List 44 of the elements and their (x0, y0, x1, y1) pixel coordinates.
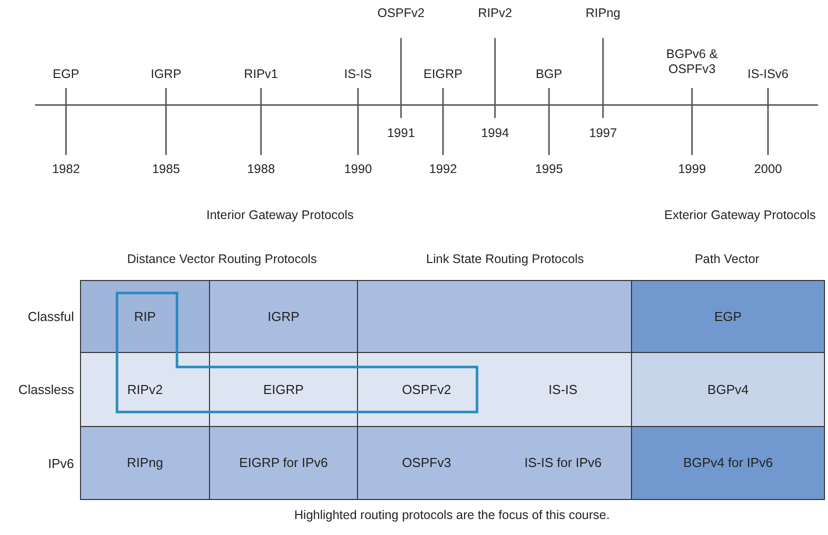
row-header: Classless (17, 382, 74, 397)
protocol-label: EIGRP (422, 67, 464, 82)
year-label: 1985 (152, 162, 180, 177)
year-label: 1990 (344, 162, 372, 177)
table-cell: IGRP (210, 280, 358, 353)
year-label: 1994 (481, 126, 509, 141)
year-label: 1982 (52, 162, 80, 177)
year-label: 1995 (535, 162, 563, 177)
year-label: 1999 (678, 162, 706, 177)
protocol-label: OSPFv2 (377, 6, 425, 21)
table-cell: OSPFv2 (358, 353, 495, 427)
row-header: Classful (26, 308, 74, 324)
table-cell: EIGRP (210, 353, 358, 427)
column-header: Link State Routing Protocols (426, 252, 584, 267)
protocol-label: RIPv2 (478, 6, 512, 21)
table-cell: RIP (80, 280, 210, 353)
year-label: 1991 (387, 126, 415, 141)
year-label: 1992 (429, 162, 457, 177)
column-header: Interior Gateway Protocols (206, 208, 354, 223)
table-cell: BGPv4 for IPv6 (632, 427, 825, 500)
year-label: 1997 (589, 126, 617, 141)
protocol-label: BGP (534, 67, 564, 82)
table-cell: EIGRP for IPv6 (210, 427, 358, 500)
table-cell: EGP (632, 280, 825, 353)
table-cell: RIPv2 (80, 353, 210, 427)
protocol-label: IS-ISv6 (746, 67, 790, 82)
column-header: Path Vector (694, 252, 760, 267)
table-cell: BGPv4 (632, 353, 825, 427)
table-cell: OSPFv3 (358, 427, 495, 500)
protocol-label: IGRP (150, 67, 182, 82)
table-cell: RIPng (80, 427, 210, 500)
caption: Highlighted routing protocols are the focus of this course. (294, 508, 610, 523)
table-cell: IS-IS for IPv6 (495, 427, 632, 500)
column-header: Distance Vector Routing Protocols (127, 252, 317, 267)
protocol-label: IS-IS (343, 67, 373, 82)
protocol-label: EGP (52, 67, 80, 82)
year-label: 2000 (754, 162, 782, 177)
protocol-label: BGPv6 & OSPFv3 (665, 47, 719, 77)
row-header: IPv6 (46, 456, 74, 470)
table-cell: IS-IS (495, 353, 632, 427)
protocol-label: RIPv1 (242, 67, 280, 82)
protocol-label: RIPng (586, 6, 620, 21)
column-header: Exterior Gateway Protocols (664, 208, 816, 223)
year-label: 1988 (247, 162, 275, 177)
